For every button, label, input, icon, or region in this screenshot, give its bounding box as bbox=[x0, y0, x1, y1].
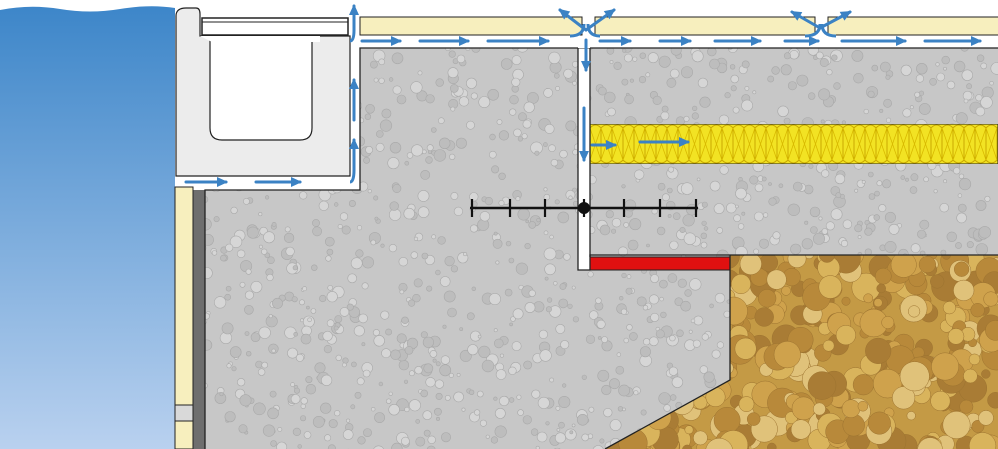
flow-arrow-icon bbox=[486, 36, 550, 46]
flow-arrow-icon bbox=[713, 36, 762, 46]
pool-water bbox=[0, 6, 175, 449]
flow-arrows bbox=[184, 4, 982, 187]
gutter-channel bbox=[209, 36, 313, 141]
flow-arrow-icon bbox=[818, 10, 852, 30]
wall-tile-joint bbox=[174, 404, 194, 422]
flow-arrow-icon bbox=[349, 4, 359, 32]
wall-tile-lower bbox=[174, 420, 194, 449]
flow-arrow-icon bbox=[360, 36, 402, 46]
flow-arrow-icon bbox=[254, 177, 302, 187]
flow-arrow-icon bbox=[584, 8, 616, 32]
insulation-layer bbox=[590, 124, 998, 164]
flow-arrow-icon bbox=[349, 138, 359, 172]
flow-arrow-icon bbox=[923, 36, 982, 46]
flow-arrow-icon bbox=[418, 36, 470, 46]
flow-arrow-icon bbox=[558, 8, 588, 32]
flow-arrow-icon bbox=[658, 36, 692, 46]
gutter-grate bbox=[201, 17, 349, 36]
deck-tile-2 bbox=[594, 16, 816, 36]
flow-arrow-icon bbox=[590, 140, 617, 150]
deck-tile-1 bbox=[359, 16, 583, 36]
flow-arrow-icon bbox=[581, 38, 591, 72]
seal-strip bbox=[589, 256, 731, 271]
pool-wall bbox=[193, 190, 205, 449]
deck-tile-3 bbox=[827, 16, 998, 36]
flow-arrow-icon bbox=[840, 36, 907, 46]
flow-arrow-icon bbox=[638, 137, 690, 147]
overflow-gutter bbox=[175, 7, 351, 177]
wall-tile-upper bbox=[174, 186, 194, 406]
flow-arrow-icon bbox=[349, 78, 359, 122]
flow-arrow-icon bbox=[783, 36, 820, 46]
scale-bar-icon bbox=[470, 199, 698, 217]
flow-arrow-icon bbox=[579, 106, 589, 162]
flow-arrow-icon bbox=[184, 177, 228, 187]
flow-arrow-icon bbox=[598, 36, 632, 46]
flow-arrow-icon bbox=[790, 10, 822, 30]
